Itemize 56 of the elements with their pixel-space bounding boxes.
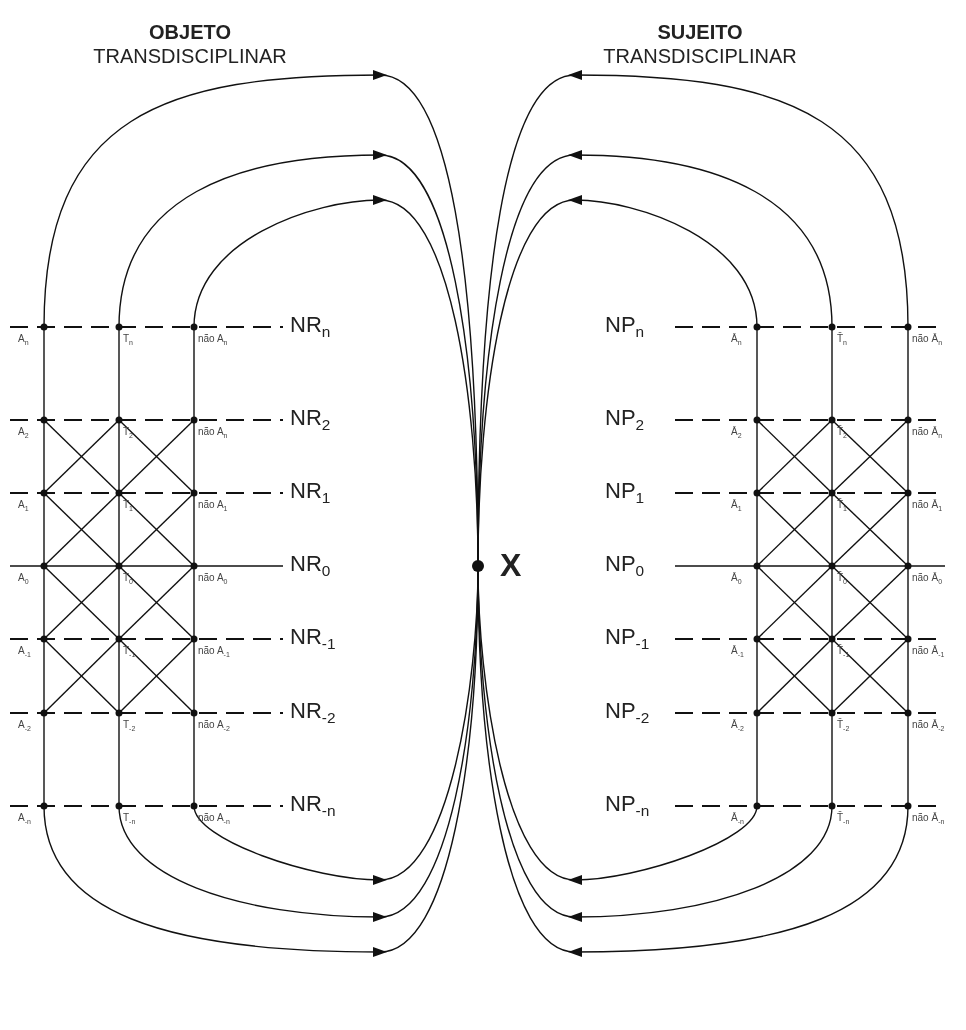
point-label: Ā$_{2}$ bbox=[731, 426, 742, 440]
point-label: Ā$_{0}$ bbox=[731, 572, 742, 586]
point-label: não Ā$_{-1}$ bbox=[912, 645, 945, 659]
level-label: NP$_{-n}$ bbox=[605, 791, 650, 821]
point-label: não A$_{1}$ bbox=[198, 499, 228, 513]
level-label: NR$_{-n}$ bbox=[290, 791, 336, 821]
point-label: não A$_{-2}$ bbox=[198, 719, 230, 733]
level-label: NR$_{2}$ bbox=[290, 405, 331, 435]
point-label: Ā$_{-2}$ bbox=[731, 719, 744, 733]
point-label: não Ā$_{0}$ bbox=[912, 572, 943, 586]
point-label: não Ā$_{-2}$ bbox=[912, 719, 945, 733]
point-label: A$_{-2}$ bbox=[18, 719, 31, 733]
level-label: NP$_{-1}$ bbox=[605, 624, 650, 654]
point-label: A$_{2}$ bbox=[18, 426, 29, 440]
point-label: Ā$_{1}$ bbox=[731, 499, 742, 513]
point-label: T$_{n}$ bbox=[123, 333, 133, 347]
point-label: T̄$_{-2}$ bbox=[837, 719, 850, 733]
point-label: T̄$_{n}$ bbox=[837, 333, 847, 347]
level-label: NR$_{n}$ bbox=[290, 312, 331, 342]
point-label: T$_{2}$ bbox=[123, 426, 133, 440]
point-label: não A$_{n}$ bbox=[198, 426, 228, 440]
point-label: Ā$_{-1}$ bbox=[731, 645, 744, 659]
point-label: A$_{0}$ bbox=[18, 572, 29, 586]
level-label: NP$_{2}$ bbox=[605, 405, 645, 435]
point-label: não A$_{0}$ bbox=[198, 572, 228, 586]
level-label: NP$_{0}$ bbox=[605, 551, 645, 581]
point-label: Ā$_{-n}$ bbox=[731, 812, 744, 826]
point-label: A$_{n}$ bbox=[18, 333, 29, 347]
point-label: não Ā$_{-n}$ bbox=[912, 812, 945, 826]
point-label: A$_{-n}$ bbox=[18, 812, 31, 826]
level-label: NP$_{-2}$ bbox=[605, 698, 650, 728]
level-label: NR$_{0}$ bbox=[290, 551, 331, 581]
level-label: NR$_{-1}$ bbox=[290, 624, 336, 654]
heading: SUJEITO TRANSDISCIPLINAR bbox=[603, 20, 797, 68]
level-label: NR$_{-2}$ bbox=[290, 698, 336, 728]
point-label: não A$_{-1}$ bbox=[198, 645, 230, 659]
point-label: A$_{-1}$ bbox=[18, 645, 31, 659]
level-label: NP$_{1}$ bbox=[605, 478, 645, 508]
point-label: não A$_{-n}$ bbox=[198, 812, 230, 826]
point-label: T̄$_{-n}$ bbox=[837, 812, 850, 826]
level-label: NR$_{1}$ bbox=[290, 478, 331, 508]
point-label: T$_{-1}$ bbox=[123, 645, 136, 659]
center-label: X bbox=[500, 548, 522, 584]
point-label: não Ā$_{n}$ bbox=[912, 333, 943, 347]
point-label: T$_{0}$ bbox=[123, 572, 133, 586]
point-label: não A$_{n}$ bbox=[198, 333, 228, 347]
point-label: não Ā$_{1}$ bbox=[912, 499, 943, 513]
point-label: T$_{-2}$ bbox=[123, 719, 136, 733]
point-label: T̄$_{-1}$ bbox=[837, 645, 850, 659]
point-label: T$_{-n}$ bbox=[123, 812, 136, 826]
heading: OBJETO TRANSDISCIPLINAR bbox=[93, 20, 287, 68]
point-label: A$_{1}$ bbox=[18, 499, 29, 513]
point-label: Ā$_{n}$ bbox=[731, 333, 742, 347]
point-label: T$_{1}$ bbox=[123, 499, 133, 513]
level-label: NP$_{n}$ bbox=[605, 312, 645, 342]
point-label: não Ā$_{n}$ bbox=[912, 426, 943, 440]
